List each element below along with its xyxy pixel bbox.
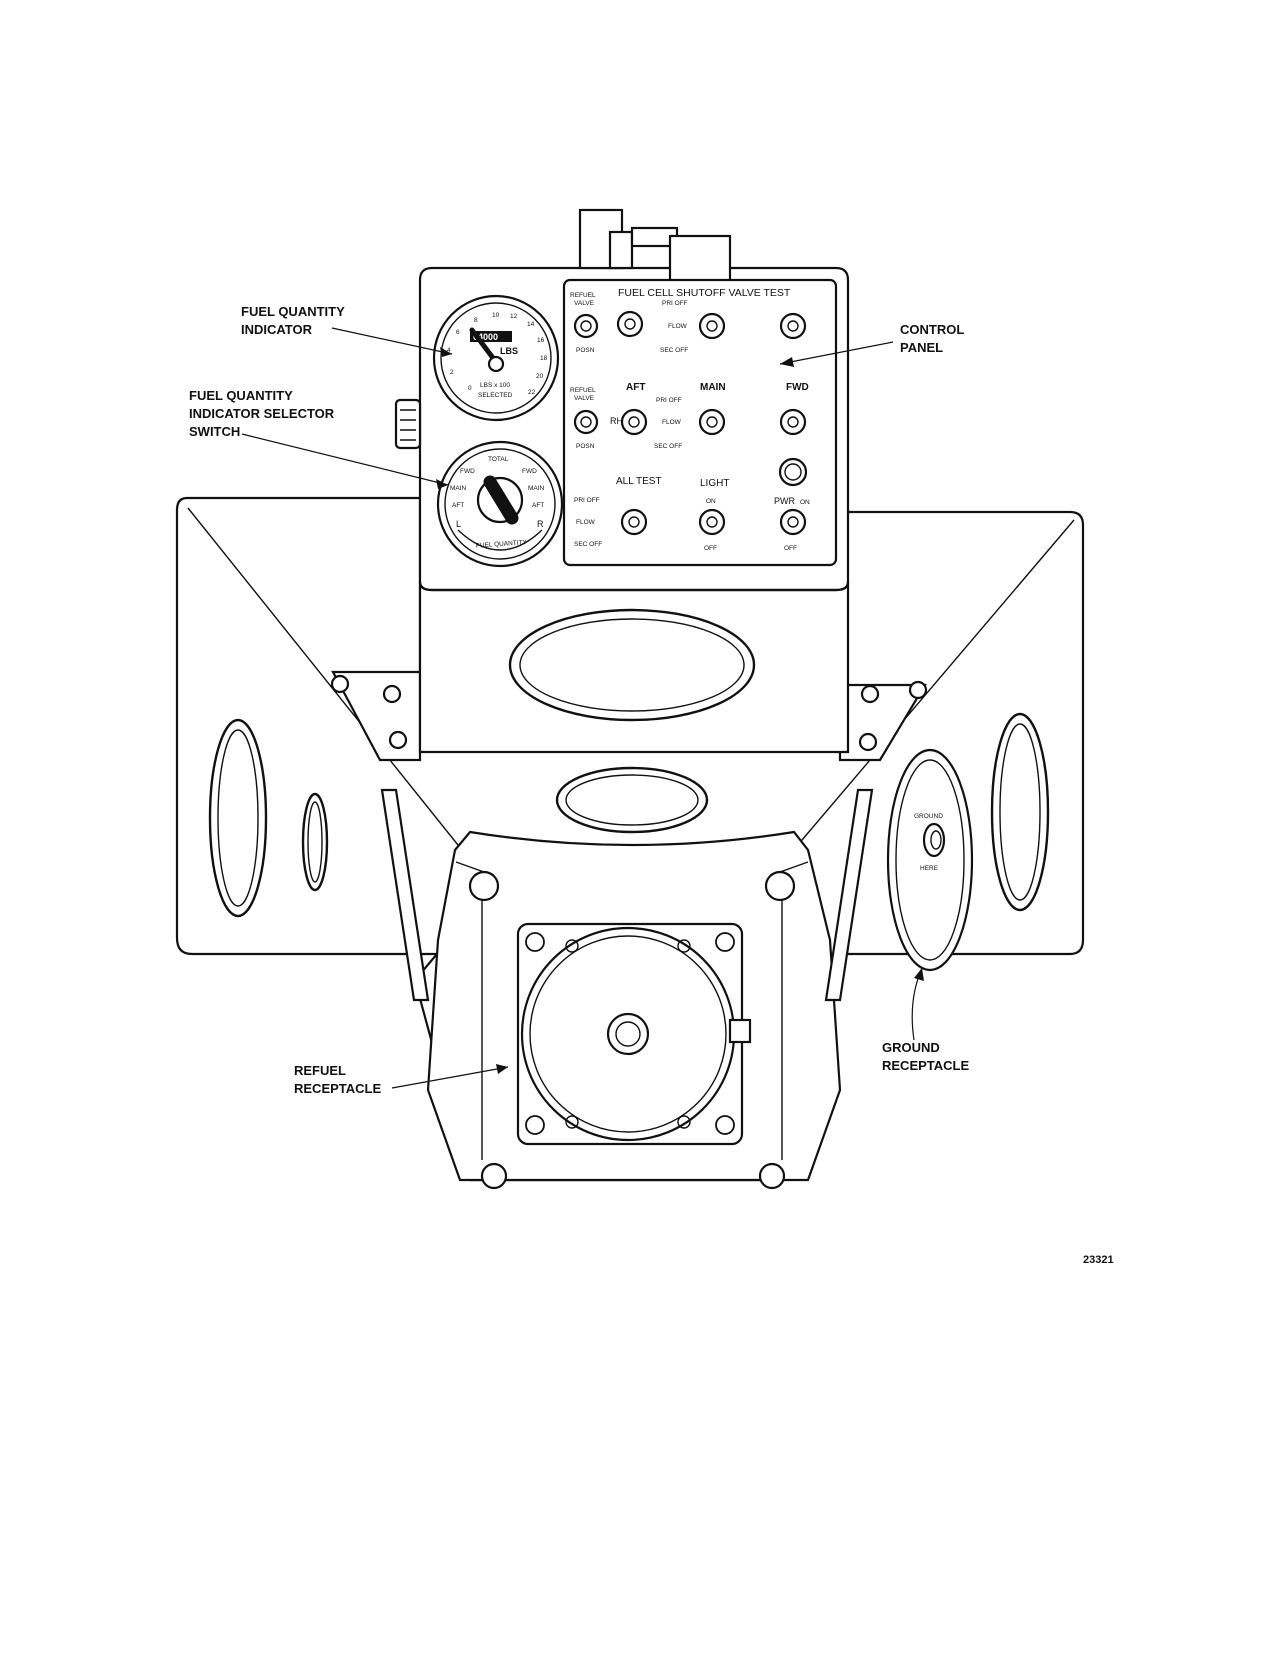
fwd-toggle [779,408,807,436]
selector-l: L [456,519,461,529]
gauge-scale-0: 0 [468,385,472,392]
pri-off-2: PRI OFF [656,397,682,404]
gauge-display: 04000 [473,332,498,342]
refuel-receptacle-label-2: RECEPTACLE [294,1081,381,1096]
gauge-selected: SELECTED [478,392,513,399]
selector-switch-label-3: SWITCH [189,424,240,439]
ground-receptacle: GROUND HERE [886,748,974,972]
selector-fwd-right: FWD [522,468,537,475]
mounting-plate [175,496,1085,1182]
gauge-needle [469,327,499,365]
aft-toggle [620,408,648,436]
gauge-scale-18: 18 [540,355,548,362]
refuel-valve-1b: VALVE [574,300,595,307]
gauge-scale-4: 4 [447,347,451,354]
ground-plate-line2: HERE [920,865,939,872]
fuel-quantity-gauge: 0 2 4 6 8 10 12 14 16 18 20 22 04000 LBS… [432,294,560,422]
selector-label: FUEL QUANTITY [476,539,528,550]
callout-labels: FUEL QUANTITY INDICATOR FUEL QUANTITY IN… [189,304,1114,1266]
pwr-on: ON [800,499,810,506]
lh-toggle [616,310,644,338]
rh-toggle [698,312,726,340]
rh-label: RH [610,416,623,426]
callout-leaders [241,327,924,1089]
fwd-label: FWD [786,382,809,393]
refuel-valve-2a: REFUEL [570,387,596,394]
refuel-valve-2b: VALVE [574,395,595,402]
pri-off-1: PRI OFF [662,300,688,307]
sec-off-2: SEC OFF [654,443,682,450]
pwr-toggle [779,508,807,536]
light-toggle [698,508,726,536]
selector-main-right: MAIN [528,485,545,492]
posn-1: POSN [576,347,595,354]
control-panel-label-1: CONTROL [900,322,964,337]
pwr-label: PWR [774,496,795,506]
gauge-lbs: LBS [500,346,518,356]
control-panel-label-2: PANEL [900,340,943,355]
selector-switch-label-1: FUEL QUANTITY [189,388,293,403]
aft-label: AFT [626,382,645,393]
main-label: MAIN [700,382,726,393]
refuel-valve-1a: REFUEL [570,292,596,299]
gauge-scale-8: 8 [474,317,478,324]
gauge-scale-14: 14 [527,321,535,328]
gauge-scale-2: 2 [450,369,454,376]
flow-3: FLOW [576,519,596,526]
refuel-receptacle-label-1: REFUEL [294,1063,346,1078]
fuel-quantity-indicator-label-2: INDICATOR [241,322,313,337]
light-on: ON [706,498,716,505]
selector-r: R [537,519,544,529]
main-toggle [698,408,726,436]
flow-1: FLOW [668,323,688,330]
gauge-units: LBS x 100 [480,382,510,389]
all-test-label: ALL TEST [616,476,662,487]
all-test-toggle [620,508,648,536]
pwr-off: OFF [784,545,797,552]
gauge-scale-6: 6 [456,329,460,336]
fuel-quantity-indicator-label-1: FUEL QUANTITY [241,304,345,319]
posn-2: POSN [576,443,595,450]
selector-knob-pointer [483,475,519,525]
ground-receptacle-label-1: GROUND [882,1040,940,1055]
control-panel-title: FUEL CELL SHUTOFF VALVE TEST [618,287,791,299]
quantity-selector-switch: TOTAL FWD FWD MAIN MAIN AFT AFT L R FUEL… [436,440,564,568]
ground-plate-line1: GROUND [914,813,943,820]
ground-receptacle-label-2: RECEPTACLE [882,1058,969,1073]
selector-fwd-left: FWD [460,468,475,475]
gauge-scale-22: 22 [528,389,536,396]
selector-main-left: MAIN [450,485,467,492]
gauge-scale-12: 12 [510,313,518,320]
gauge-scale-10: 10 [492,312,500,319]
figure-number: 23321 [1083,1254,1114,1266]
light-off: OFF [704,545,717,552]
pri-off-3: PRI OFF [574,497,600,504]
light-label: LIGHT [700,478,729,489]
control-panel: FUEL CELL SHUTOFF VALVE TEST REFUEL VALV… [562,278,838,567]
selector-aft-left: AFT [452,502,464,509]
indicator-light [778,457,808,487]
selector-switch-label-2: INDICATOR SELECTOR [189,406,335,421]
sec-off-3: SEC OFF [574,541,602,548]
gauge-scale-20: 20 [536,373,544,380]
gauge-display-window [470,331,512,342]
selector-aft-right: AFT [532,502,544,509]
refuel-adapter [380,788,874,1190]
gauge-scale-16: 16 [537,337,545,344]
selector-total: TOTAL [488,456,509,463]
sec-off-1: SEC OFF [660,347,688,354]
flow-2: FLOW [662,419,682,426]
